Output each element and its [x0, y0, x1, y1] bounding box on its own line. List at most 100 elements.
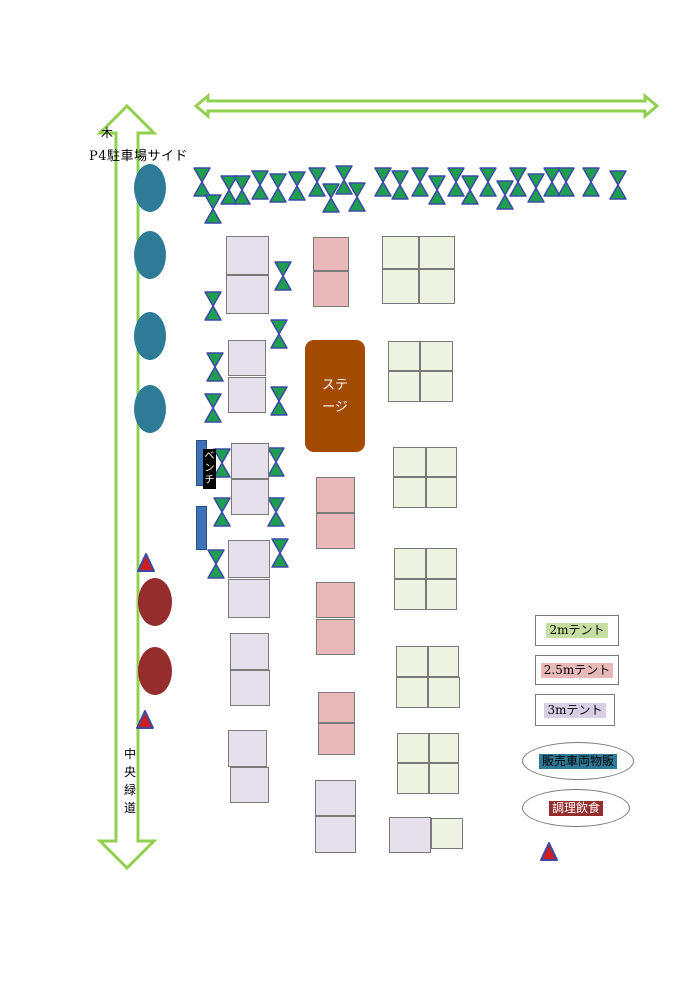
tent-2.5m	[318, 723, 355, 755]
hourglass-icon	[527, 173, 545, 203]
tent-2m	[382, 236, 419, 269]
hourglass-icon	[308, 167, 326, 197]
tent-2.5m	[313, 271, 349, 307]
tent-2m	[420, 341, 453, 371]
tent-2.5m	[316, 513, 355, 549]
vehicle-sales-spot	[134, 385, 166, 433]
hourglass-icon	[348, 182, 366, 212]
tent-3m	[230, 670, 270, 706]
parking-side-label: P4駐車場サイド	[89, 149, 189, 164]
tent-2m	[396, 646, 428, 677]
hourglass-icon	[374, 167, 392, 197]
tent-3m	[315, 816, 356, 853]
tent-3m	[231, 443, 269, 479]
triangle-marker-icon	[136, 710, 154, 729]
legend-tent-2m: 2mテント	[535, 615, 619, 646]
hourglass-icon	[207, 549, 225, 579]
tent-2m	[394, 579, 426, 610]
central-path-char: 緑	[123, 783, 136, 797]
tent-2m	[426, 477, 457, 508]
cooking-food-spot	[138, 647, 172, 695]
hourglass-icon	[557, 167, 575, 197]
triangle-marker-icon	[540, 842, 558, 861]
hourglass-icon	[335, 165, 353, 195]
legend-tent-25m: 2.5mテント	[535, 655, 619, 685]
legend-tent-25m-label: 2.5mテント	[540, 662, 614, 678]
tent-3m	[228, 540, 270, 578]
hourglass-icon	[271, 538, 289, 568]
tent-3m	[226, 275, 269, 314]
hourglass-icon	[233, 175, 251, 205]
central-path-char: 央	[123, 765, 136, 779]
tent-2.5m	[316, 477, 355, 513]
stage-label: ステージ	[321, 378, 348, 415]
hourglass-icon	[543, 167, 561, 197]
hourglass-icon	[251, 170, 269, 200]
tent-2m	[419, 269, 455, 304]
horizontal-double-arrow	[193, 92, 660, 120]
hourglass-icon	[428, 175, 446, 205]
tent-2m	[393, 447, 426, 477]
hourglass-icon	[274, 261, 292, 291]
legend-vehicle-sales-label: 販売車両物販	[538, 753, 617, 769]
hourglass-icon	[496, 180, 514, 210]
hourglass-icon	[213, 497, 231, 527]
tent-2m	[426, 447, 457, 477]
north-mark: 木	[101, 126, 114, 140]
vehicle-sales-spot	[134, 164, 166, 212]
tent-3m	[231, 479, 269, 515]
hourglass-icon	[391, 170, 409, 200]
hourglass-icon	[204, 393, 222, 423]
tent-3m	[228, 377, 266, 413]
vertical-double-arrow	[96, 103, 158, 871]
tent-3m	[228, 340, 266, 376]
tent-2.5m	[313, 237, 349, 271]
bench	[196, 506, 207, 550]
hourglass-icon	[270, 386, 288, 416]
tent-2m	[393, 477, 426, 508]
bench-label: ベンチ	[203, 449, 216, 489]
hourglass-icon	[609, 170, 627, 200]
tent-3m	[226, 236, 269, 275]
hourglass-icon	[267, 447, 285, 477]
tent-2m	[429, 763, 459, 794]
tent-3m	[315, 780, 356, 816]
stage: ステージ	[305, 340, 365, 452]
hourglass-icon	[213, 448, 231, 478]
tent-2.5m	[318, 692, 355, 723]
tent-2m	[382, 269, 419, 304]
vehicle-sales-spot	[134, 231, 166, 279]
hourglass-icon	[582, 167, 600, 197]
tent-2m	[429, 733, 459, 763]
hourglass-icon	[204, 291, 222, 321]
hourglass-icon	[193, 167, 211, 197]
tent-2m	[388, 371, 420, 402]
legend-tent-3m-label: 3mテント	[544, 702, 606, 718]
tent-3m	[230, 633, 269, 670]
hourglass-icon	[447, 167, 465, 197]
hourglass-icon	[411, 167, 429, 197]
tent-3m	[228, 730, 267, 767]
triangle-marker-icon	[137, 553, 155, 572]
hourglass-icon	[267, 497, 285, 527]
hourglass-icon	[204, 194, 222, 224]
tent-2m	[419, 236, 455, 269]
cooking-food-spot	[138, 578, 172, 626]
legend-tent-2m-label: 2mテント	[546, 623, 608, 638]
hourglass-icon	[206, 352, 224, 382]
hourglass-icon	[270, 319, 288, 349]
tent-2m	[397, 733, 429, 763]
tent-3m	[228, 579, 270, 618]
tent-3m	[230, 767, 269, 803]
tent-2m	[431, 818, 463, 849]
legend-cooking-food: 調理飲食	[522, 789, 630, 827]
tent-2m	[394, 548, 426, 579]
hourglass-icon	[509, 167, 527, 197]
tent-2.5m	[316, 619, 355, 655]
tent-2m	[426, 579, 457, 610]
tent-2m	[428, 677, 460, 708]
hourglass-icon	[269, 173, 287, 203]
hourglass-icon	[220, 175, 238, 205]
hourglass-icon	[322, 183, 340, 213]
tent-2m	[396, 677, 428, 708]
